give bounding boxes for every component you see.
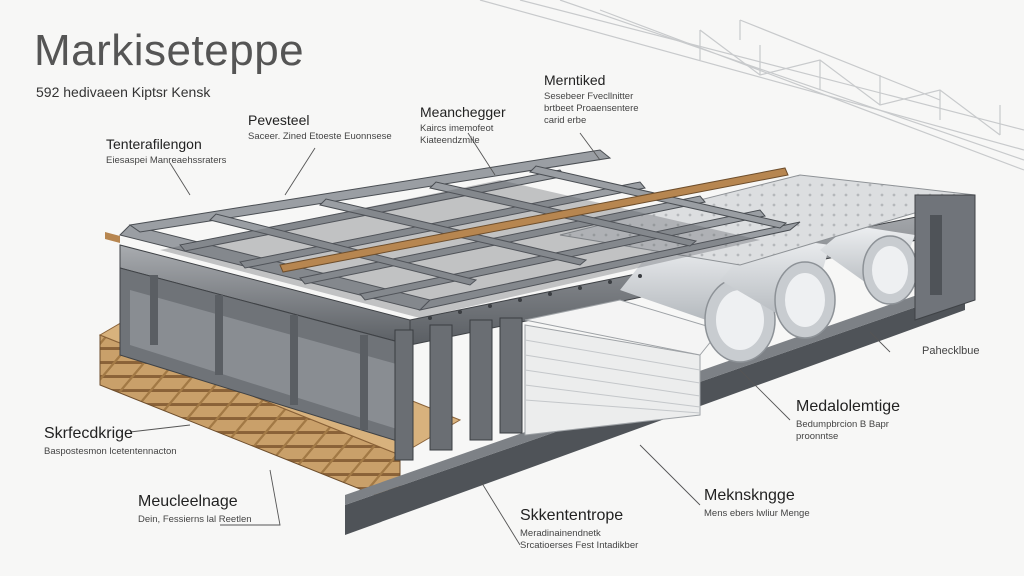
label-heading: Meucleelnage <box>138 493 238 510</box>
label-description: Meradinainendnetk Srcatioerses Fest Inta… <box>520 528 639 551</box>
label-meanchegger: Meanchegger Kaircs imemofeot Kiateendzmi… <box>420 104 506 147</box>
label-meucleelnage: Meucleelnage Dein, Fessierns lal Reetlen <box>138 493 252 526</box>
wooden-rod <box>105 167 789 273</box>
label-description: Mens ebers lwliur Menge <box>704 508 810 519</box>
label-heading: Skrfecdkrige <box>44 425 133 442</box>
label-mentiked: Merntiked Sesebeer Fvecllnitter brtbeet … <box>544 72 639 127</box>
leader-meknskngge <box>639 444 701 506</box>
label-heading: Merntiked <box>544 72 606 88</box>
label-description: Saceer. Zined Etoeste Euonnsese <box>248 131 392 142</box>
label-tenterafilengon: Tenterafilengon Eiesaspei Manreaehssrate… <box>106 136 226 167</box>
leader-medalolemtige <box>739 369 791 421</box>
label-skkententrope: Skkententrope Meradinainendnetk Srcatioe… <box>520 507 638 552</box>
label-description: Dein, Fessierns lal Reetlen <box>138 514 252 525</box>
leader-meucleelnage <box>220 469 281 526</box>
label-description: Baspostesmon lcetentennacton <box>44 446 177 457</box>
top-grid-frame <box>119 149 801 311</box>
page-subtitle: 592 hedivaeen Kiptsr Kensk <box>36 84 211 100</box>
label-skrfecdkrige: Skrfecdkrige Baspostesmon lcetentennacto… <box>44 425 177 458</box>
pipes <box>620 225 918 363</box>
front-plate-holes <box>428 274 642 320</box>
label-heading: Pahecklbue <box>922 345 980 357</box>
board-stack <box>524 299 721 436</box>
label-description: Sesebeer Fvecllnitter brtbeet Proaensent… <box>544 91 639 126</box>
label-heading: Pevesteel <box>248 112 310 128</box>
label-description: Kaircs imemofeot Kiateendzmile <box>420 123 494 146</box>
leader-mentiked <box>579 132 601 161</box>
front-posts <box>394 317 523 461</box>
inner-mesh <box>160 180 760 318</box>
label-medalolemtige: Medalolemtige Bedumpbrcion B Bapr proonn… <box>796 398 900 443</box>
leader-meanchegger <box>467 132 496 176</box>
label-heading: Meanchegger <box>420 104 506 120</box>
label-heading: Skkententrope <box>520 507 624 524</box>
label-description: Bedumpbrcion B Bapr proonntse <box>796 419 889 442</box>
leader-lines <box>129 132 891 546</box>
page-title: Markiseteppe <box>34 26 305 75</box>
label-meknskngge: Meknskngge Mens ebers lwliur Menge <box>704 487 810 520</box>
leader-pahecklbue <box>869 331 891 353</box>
label-heading: Meknskngge <box>704 487 795 504</box>
leader-skkententrope <box>479 479 521 546</box>
leader-pevesteel <box>284 147 316 196</box>
end-frame <box>914 194 976 321</box>
label-pahecklbue: Pahecklbue <box>922 345 980 357</box>
label-pevesteel: Pevesteel Saceer. Zined Etoeste Euonnses… <box>248 112 392 143</box>
label-description: Eiesaspei Manreaehssraters <box>106 155 227 166</box>
leader-skrfecdkrige <box>129 424 191 433</box>
label-heading: Tenterafilengon <box>106 136 202 152</box>
background-truss <box>479 0 1024 171</box>
leader-tenterafilengon <box>169 162 191 196</box>
label-heading: Medalolemtige <box>796 398 901 415</box>
